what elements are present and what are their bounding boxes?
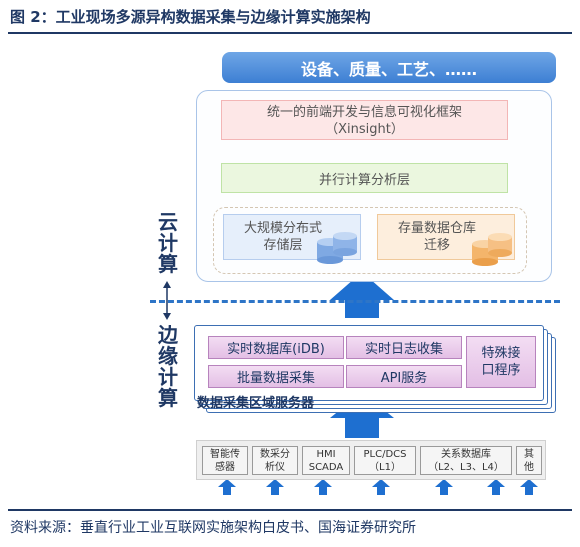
- figure-caption: 图 2：工业现场多源异构数据采集与边缘计算实施架构: [10, 8, 371, 26]
- device-label: 数采分: [260, 448, 290, 460]
- visualization-framework-subtitle: （Xinsight）: [325, 122, 404, 137]
- device-hmi-scada: HMI SCADA: [302, 446, 350, 475]
- edge-label-char: 缘: [158, 344, 178, 368]
- up-arrow-icon: [266, 479, 284, 495]
- edge-server-name: 数据采集区域服务器: [197, 396, 315, 411]
- special-interface-label-1: 特殊接: [481, 346, 521, 361]
- realtime-database-box: 实时数据库(iDB): [208, 336, 344, 359]
- up-arrow-icon: [372, 479, 390, 495]
- visualization-framework-label: 统一的前端开发与信息可视化框架: [266, 105, 462, 120]
- cloud-label-char: 云: [158, 210, 178, 234]
- device-label: （L2、L3、L4）: [428, 461, 504, 473]
- realtime-log-box: 实时日志收集: [346, 336, 462, 359]
- device-label: 其: [524, 448, 534, 460]
- api-service-box: API服务: [346, 365, 462, 388]
- up-arrow-icon: [435, 479, 453, 495]
- distributed-storage-label-1: 大规模分布式: [243, 221, 322, 236]
- source-rule: [8, 509, 572, 511]
- edge-label-char: 算: [158, 386, 178, 410]
- device-label: HMI: [316, 448, 336, 460]
- device-arrows: [218, 479, 538, 495]
- device-label: PLC/DCS: [363, 448, 407, 460]
- storage-group-outline: [213, 207, 527, 274]
- caption-rule: [8, 32, 572, 34]
- edge-label-char: 边: [158, 323, 178, 347]
- cloud-banner: 设备、质量、工艺、……: [222, 52, 556, 83]
- visualization-framework-box: 统一的前端开发与信息可视化框架 （Xinsight）: [221, 100, 508, 140]
- database-blue-icon: [317, 232, 357, 264]
- device-label: 感器: [215, 461, 235, 473]
- device-relational-db: 关系数据库 （L2、L3、L4）: [420, 446, 512, 475]
- special-interface-label-2: 口程序: [481, 363, 521, 378]
- cloud-computing-label: 云 计 算: [156, 212, 180, 275]
- parallel-compute-layer-box: 并行计算分析层: [221, 163, 508, 193]
- up-arrow-icon: [487, 479, 505, 495]
- up-arrow-icon: [218, 479, 236, 495]
- batch-collection-box: 批量数据采集: [208, 365, 344, 388]
- device-plc-dcs: PLC/DCS （L1）: [354, 446, 416, 475]
- device-smart-sensor: 智能传 感器: [202, 446, 248, 475]
- device-label: 关系数据库: [441, 448, 491, 460]
- up-arrow-icon: [330, 392, 394, 438]
- up-arrow-icon: [520, 479, 538, 495]
- up-arrow-icon: [314, 479, 332, 495]
- up-arrow-icon: [330, 272, 394, 318]
- edge-label-char: 计: [158, 365, 178, 389]
- data-warehouse-label-1: 存量数据仓库: [397, 221, 476, 236]
- distributed-storage-label-2: 存储层: [263, 238, 303, 253]
- device-label: （L1）: [369, 461, 401, 473]
- device-label: 他: [524, 461, 534, 473]
- cloud-label-char: 算: [158, 252, 178, 276]
- cloud-label-char: 计: [158, 231, 178, 255]
- device-data-analyzer: 数采分 析仪: [252, 446, 298, 475]
- device-label: 析仪: [265, 461, 285, 473]
- device-label: SCADA: [308, 461, 344, 473]
- special-interface-box: 特殊接 口程序: [466, 336, 536, 388]
- cloud-edge-divider: [150, 300, 560, 303]
- figure-source: 资料来源：垂直行业工业互联网实施架构白皮书、国海证券研究所: [10, 520, 416, 536]
- edge-computing-label: 边 缘 计 算: [156, 325, 180, 409]
- database-orange-icon: [472, 233, 512, 266]
- data-warehouse-label-2: 迁移: [423, 238, 450, 253]
- device-other: 其 他: [516, 446, 542, 475]
- device-label: 智能传: [210, 448, 240, 460]
